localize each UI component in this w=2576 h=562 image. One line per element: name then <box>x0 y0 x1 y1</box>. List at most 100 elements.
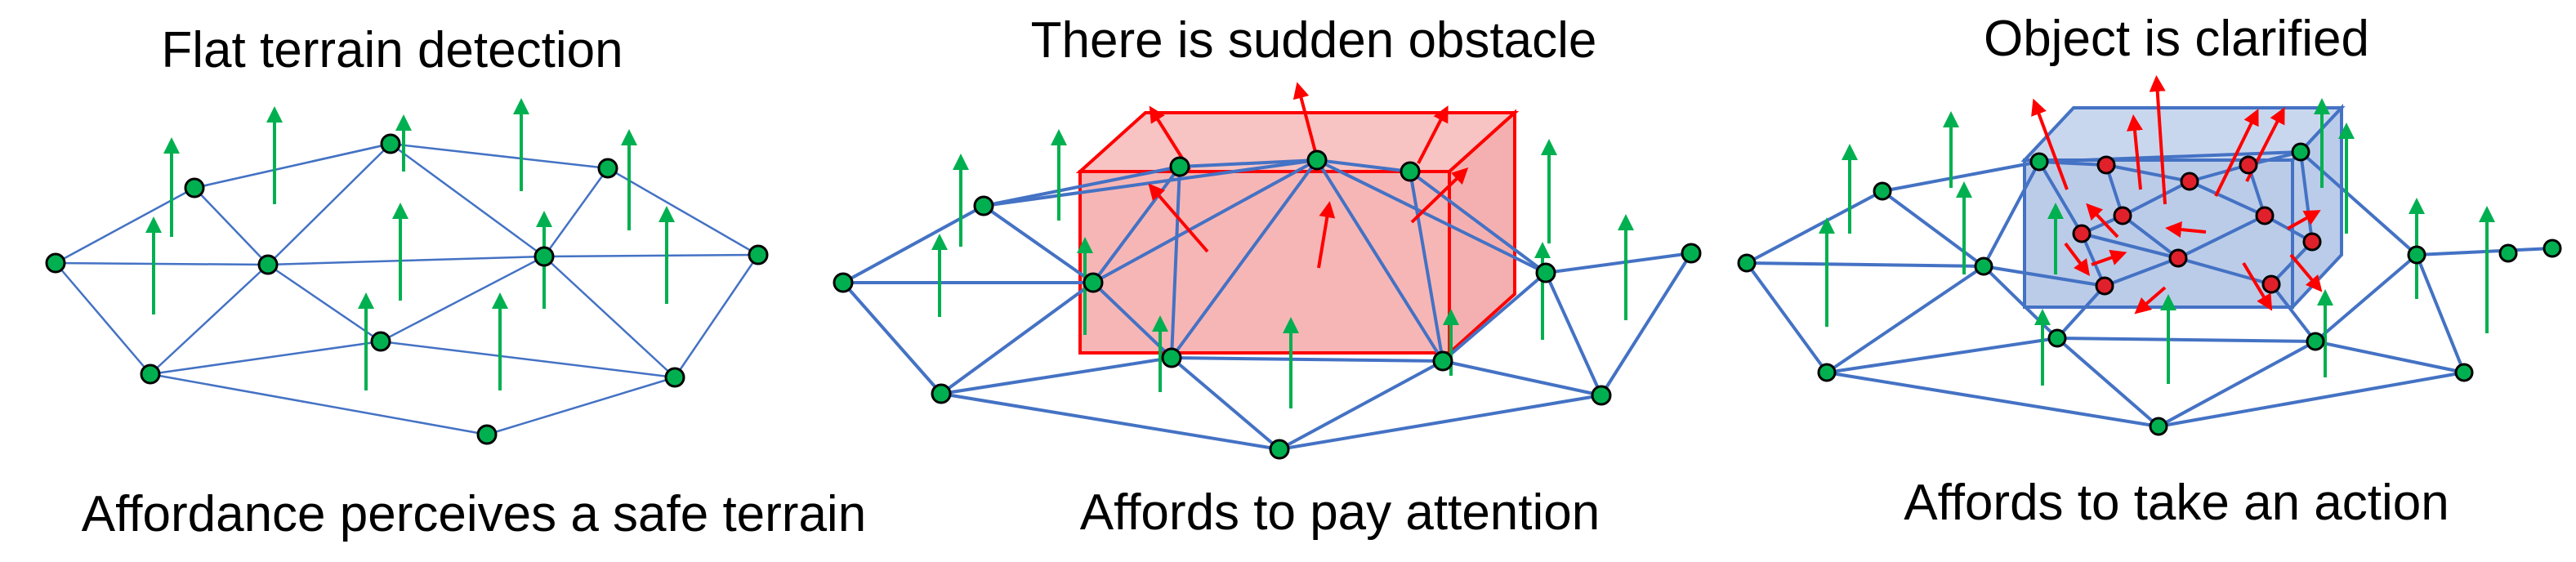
object-node <box>2180 172 2199 191</box>
panel-flat-caption: Affordance perceives a safe terrain <box>82 486 866 542</box>
mesh-node <box>1737 253 1757 273</box>
mesh-edge <box>2038 160 2108 167</box>
mesh-node <box>2407 245 2426 265</box>
mesh-node <box>1161 347 1182 368</box>
mesh-edge <box>2314 340 2466 374</box>
mesh-node <box>45 252 66 274</box>
mesh-edge <box>542 253 760 258</box>
mesh-node <box>257 254 279 275</box>
mesh-node <box>1432 350 1453 372</box>
mesh-edge <box>1441 271 1547 363</box>
mesh-node <box>833 272 854 293</box>
mesh-edge <box>1825 337 2059 374</box>
mesh-node <box>1083 272 1104 293</box>
object-node <box>2072 224 2092 243</box>
mesh-edge <box>982 204 1095 284</box>
mesh-edge <box>1544 252 1693 274</box>
mesh-edge <box>1881 190 1985 268</box>
obstacle-arrow <box>2091 249 2127 266</box>
obstacle-arrow <box>2064 242 2090 276</box>
mesh-edge <box>1825 371 2160 428</box>
mesh-node <box>1974 256 1993 276</box>
mesh-edge <box>2103 256 2180 288</box>
panel-obstacle-title: There is sudden obstacle <box>1031 12 1597 69</box>
mesh-node <box>1591 385 1612 406</box>
mesh-edge <box>2415 247 2554 256</box>
object-node <box>2168 248 2188 268</box>
mesh-edge <box>2038 160 2083 235</box>
mesh-edge <box>2080 232 2180 260</box>
object-node <box>2261 274 2281 294</box>
mesh-edge <box>1315 158 1412 173</box>
mesh-edge <box>940 392 1281 451</box>
panel-object-clarified: Object is clarified Affords to take an a… <box>1737 11 2562 531</box>
mesh-edge <box>266 263 382 343</box>
mesh-node <box>931 383 952 404</box>
mesh-edge <box>2105 163 2191 183</box>
mesh-edge <box>2121 214 2180 260</box>
mesh-edge <box>2415 253 2466 374</box>
panel-obstacle-caption: Affords to pay attention <box>1080 484 1601 541</box>
mesh-edge <box>842 204 985 284</box>
mesh-node <box>2029 152 2049 172</box>
mesh-edge <box>2270 283 2317 343</box>
mesh-node <box>1306 149 1328 171</box>
mesh-edge <box>982 165 1181 207</box>
obstacle-arrow <box>1410 167 1469 224</box>
panel-flat-title: Flat terrain detection <box>161 22 623 78</box>
mesh-edge <box>542 167 609 258</box>
mesh-edge <box>2121 180 2191 217</box>
mesh-edge <box>1441 359 1603 397</box>
obstacle-arrow <box>2149 75 2167 205</box>
mesh-edge <box>1409 170 1547 274</box>
mesh-edge <box>149 263 270 376</box>
mesh-edge <box>1170 158 1319 359</box>
mesh-edge <box>1278 359 1444 451</box>
mesh-edge <box>1092 158 1319 284</box>
panel-clarified-title: Object is clarified <box>1984 11 2369 67</box>
mesh-edge <box>1409 170 1444 363</box>
obstacle-arrow <box>2214 109 2259 197</box>
mesh-edge <box>2188 180 2266 217</box>
mesh-edge <box>1170 356 1281 451</box>
panel-obstacle-mesh <box>833 82 1702 460</box>
mesh-edge <box>2056 337 2160 428</box>
mesh-edge <box>2176 214 2266 260</box>
mesh-node <box>380 133 401 154</box>
object-node <box>2255 206 2275 225</box>
mesh-edge <box>1315 158 1547 274</box>
mesh-node <box>748 244 769 265</box>
mesh-edge <box>389 142 609 170</box>
mesh-edge <box>54 261 152 376</box>
mesh-node <box>1169 156 1190 177</box>
panel-flat-terrain: Flat terrain detection Affordance percei… <box>45 22 866 542</box>
object-node <box>2096 155 2116 175</box>
mesh-edge <box>2299 150 2314 243</box>
mesh-edge <box>2270 240 2314 286</box>
mesh-node <box>184 177 205 198</box>
mesh-edge <box>1170 165 1181 359</box>
obstacle-arrow <box>2134 286 2167 314</box>
mesh-edge <box>673 253 760 379</box>
mesh-edge <box>1982 160 2041 268</box>
mesh-node <box>370 331 391 352</box>
mesh-node <box>973 195 994 216</box>
mesh-node <box>1681 243 1702 264</box>
mesh-node <box>597 158 618 179</box>
object-node <box>2113 206 2132 225</box>
mesh-node <box>2454 363 2474 382</box>
mesh-edge <box>379 340 676 379</box>
obstacle-arrow <box>1417 105 1449 164</box>
obstacle-arrow <box>2031 98 2069 190</box>
mesh-edge <box>54 261 270 266</box>
obstacle-arrow <box>2242 261 2273 311</box>
mesh-edge <box>2157 340 2317 428</box>
mesh-node <box>2291 142 2310 162</box>
mesh-node <box>534 246 555 267</box>
mesh-node <box>1817 363 1837 382</box>
mesh-node <box>140 364 161 385</box>
mesh-node <box>1873 181 1892 201</box>
mesh-edge <box>1881 160 2041 193</box>
mesh-edge <box>149 340 382 376</box>
